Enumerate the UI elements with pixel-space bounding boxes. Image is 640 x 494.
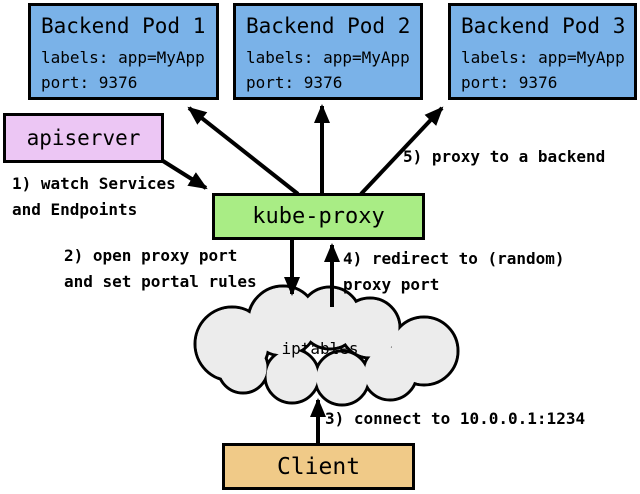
backend-pod-3-port: port: 9376: [461, 73, 558, 92]
backend-pod-2-title: Backend Pod 2: [246, 14, 411, 38]
arrow-kubeproxy-to-pod1: [187, 106, 300, 196]
annotation-step4: 4) redirect to (random) proxy port: [343, 249, 565, 294]
kube-proxy-label: kube-proxy: [252, 204, 385, 229]
annotation-step3: 3) connect to 10.0.0.1:1234: [325, 409, 586, 428]
backend-pod-3-title: Backend Pod 3: [461, 14, 626, 38]
client-box: Client: [222, 443, 415, 490]
kube-proxy-box: kube-proxy: [212, 193, 425, 240]
backend-pod-2-box: Backend Pod 2 labels: app=MyApp port: 93…: [233, 3, 423, 100]
annotation-step1: 1) watch Services and Endpoints: [12, 174, 176, 219]
backend-pod-2-labels: labels: app=MyApp: [246, 48, 410, 67]
backend-pod-1-labels: labels: app=MyApp: [41, 48, 205, 67]
backend-pod-1-port: port: 9376: [41, 73, 138, 92]
backend-pod-3-labels: labels: app=MyApp: [461, 48, 625, 67]
backend-pod-1-title: Backend Pod 1: [41, 14, 206, 38]
iptables-label: iptables: [281, 339, 359, 358]
backend-pod-1-box: Backend Pod 1 labels: app=MyApp port: 93…: [28, 3, 219, 100]
backend-pod-3-box: Backend Pod 3 labels: app=MyApp port: 93…: [448, 3, 637, 100]
apiserver-box: apiserver: [3, 113, 164, 163]
annotation-step2: 2) open proxy port and set portal rules: [64, 246, 257, 291]
apiserver-label: apiserver: [26, 126, 141, 150]
annotation-step5: 5) proxy to a backend: [403, 147, 606, 166]
backend-pod-2-port: port: 9376: [246, 73, 343, 92]
client-label: Client: [276, 453, 361, 480]
